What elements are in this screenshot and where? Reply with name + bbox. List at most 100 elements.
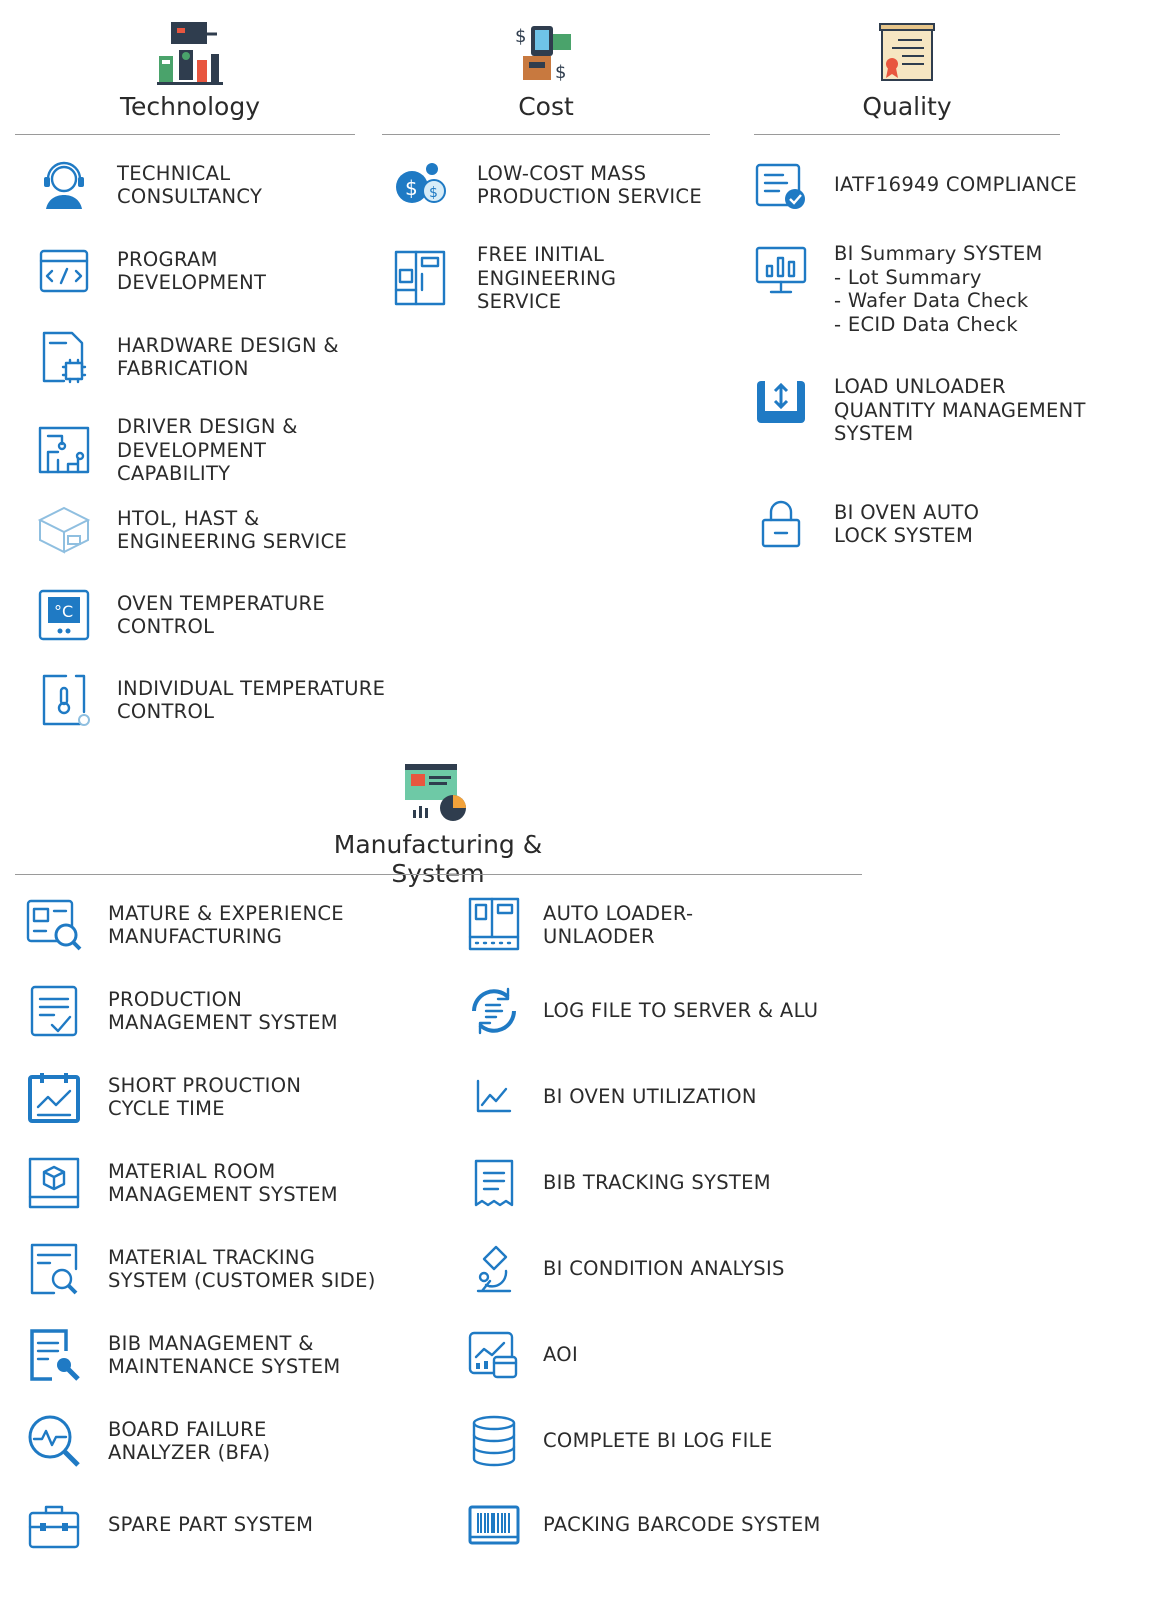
quality-header: Quality [807,20,1007,121]
technology-item-label: DRIVER DESIGN & DEVELOPMENT CAPABILITY [117,415,298,485]
manufacturing-item-label: PACKING BARCODE SYSTEM [543,1513,821,1537]
quality-item-label: BI Summary SYSTEM - Lot Summary - Wafer … [834,242,1043,336]
manufacturing-item-auto-loader: AUTO LOADER- UNLAODER [466,897,693,953]
svg-text:$: $ [429,185,438,201]
checked-document-icon [753,157,809,213]
quality-item-label: BI OVEN AUTO LOCK SYSTEM [834,500,980,548]
manufacturing-item-label: COMPLETE BI LOG FILE [543,1429,773,1453]
chip-document-icon [36,329,92,385]
machine-icon [392,250,448,306]
quality-title: Quality [862,92,952,121]
technology-divider [15,134,355,135]
load-unload-icon [753,375,809,431]
quality-item-label: LOAD UNLOADER QUANTITY MANAGEMENT SYSTEM [834,375,1086,445]
manufacturing-item-label: AUTO LOADER- UNLAODER [543,901,694,949]
manufacturing-item-mature: MATURE & EXPERIENCE MANUFACTURING [26,897,344,953]
manufacturing-item-label: BIB TRACKING SYSTEM [543,1171,771,1195]
coins-icon: $ $ [392,157,448,213]
cube-panel-icon [26,1155,82,1211]
technology-item-label: HARDWARE DESIGN & FABRICATION [117,333,339,381]
manufacturing-item-label: BI OVEN UTILIZATION [543,1085,757,1109]
manufacturing-dashboard-icon [405,764,466,821]
quality-item-oven-lock: BI OVEN AUTO LOCK SYSTEM [753,496,979,552]
manufacturing-item-condition-analysis: BI CONDITION ANALYSIS [466,1241,785,1297]
barcode-icon [466,1497,522,1553]
technology-lab-icon [157,22,223,85]
technology-item-label: OVEN TEMPERATURE CONTROL [117,591,326,639]
quality-item-iatf: IATF16949 COMPLIANCE [753,157,1077,213]
manufacturing-item-label: SHORT PROUCTION CYCLE TIME [108,1073,302,1121]
manufacturing-item-label: MATERIAL TRACKING SYSTEM (CUSTOMER SIDE) [108,1245,376,1293]
monitor-chart-icon [753,242,809,298]
manufacturing-header: Manufacturing & System [288,762,588,888]
svg-text:$: $ [405,176,418,200]
pulse-magnifier-icon [26,1413,82,1469]
manufacturing-item-production: PRODUCTION MANAGEMENT SYSTEM [26,983,338,1039]
thermometer-panel-icon [36,672,92,728]
technology-item-consultancy: TECHNICAL CONSULTANCY [36,157,262,213]
quality-item-label: IATF16949 COMPLIANCE [834,173,1077,197]
svg-text:°C: °C [54,602,73,621]
technology-item-driver: DRIVER DESIGN & DEVELOPMENT CAPABILITY [36,415,298,486]
manufacturing-item-material-room: MATERIAL ROOM MANAGEMENT SYSTEM [26,1155,338,1211]
manufacturing-item-oven-utilization: BI OVEN UTILIZATION [466,1069,757,1125]
technology-item-program: PROGRAM DEVELOPMENT [36,243,266,299]
technology-item-htol: HTOL, HAST & ENGINEERING SERVICE [36,502,347,558]
receipt-icon [466,1155,522,1211]
loader-machine-icon [466,897,522,953]
cost-item-low-cost: $ $ LOW-COST MASS PRODUCTION SERVICE [392,157,702,213]
document-wrench-icon [26,1327,82,1383]
technology-item-label: PROGRAM DEVELOPMENT [117,247,267,295]
svg-text:$: $ [515,26,526,47]
technology-item-label: HTOL, HAST & ENGINEERING SERVICE [117,506,348,554]
technology-item-label: INDIVIDUAL TEMPERATURE CONTROL [117,676,386,724]
sync-document-icon [466,983,522,1039]
checklist-icon [26,983,82,1039]
technology-item-individual-temp: INDIVIDUAL TEMPERATURE CONTROL [36,672,385,728]
manufacturing-item-bib-management: BIB MANAGEMENT & MAINTENANCE SYSTEM [26,1327,341,1383]
manufacturing-item-aoi: AOI [466,1327,578,1383]
cost-item-free-engineering: FREE INITIAL ENGINEERING SERVICE [392,243,616,314]
database-icon [466,1413,522,1469]
code-window-icon [36,243,92,299]
svg-text:$: $ [555,62,566,83]
manufacturing-item-label: BI CONDITION ANALYSIS [543,1257,785,1281]
manufacturing-item-label: MATERIAL ROOM MANAGEMENT SYSTEM [108,1159,338,1207]
quality-certificate-icon [879,23,935,81]
technology-item-hardware: HARDWARE DESIGN & FABRICATION [36,329,339,385]
cost-item-label: LOW-COST MASS PRODUCTION SERVICE [477,161,702,209]
manufacturing-item-packing-barcode: PACKING BARCODE SYSTEM [466,1497,821,1553]
document-search-icon [26,1241,82,1297]
toolbox-icon [26,1497,82,1553]
manufacturing-item-material-tracking: MATERIAL TRACKING SYSTEM (CUSTOMER SIDE) [26,1241,376,1297]
technology-item-label: TECHNICAL CONSULTANCY [117,161,263,209]
manufacturing-title: Manufacturing & System [333,830,543,888]
manufacturing-item-spare-part: SPARE PART SYSTEM [26,1497,313,1553]
circuit-board-icon [36,422,92,478]
manufacturing-item-complete-log: COMPLETE BI LOG FILE [466,1413,772,1469]
consultant-headset-icon [36,157,92,213]
manufacturing-item-label: MATURE & EXPERIENCE MANUFACTURING [108,901,344,949]
technology-header: Technology [90,20,290,121]
cost-payment-icon: $ $ [515,26,571,83]
padlock-icon [753,496,809,552]
cost-title: Cost [518,92,574,121]
microscope-icon [466,1241,522,1297]
manufacturing-item-bib-tracking: BIB TRACKING SYSTEM [466,1155,771,1211]
manufacturing-item-bfa: BOARD FAILURE ANALYZER (BFA) [26,1413,270,1469]
quality-divider [754,134,1060,135]
quality-item-load-unloader: LOAD UNLOADER QUANTITY MANAGEMENT SYSTEM [753,375,1086,446]
cost-item-label: FREE INITIAL ENGINEERING SERVICE [477,243,617,313]
manufacturing-divider [15,874,862,875]
manufacturing-item-log-file: LOG FILE TO SERVER & ALU [466,983,818,1039]
chart-window-icon [466,1327,522,1383]
manufacturing-item-cycle-time: SHORT PROUCTION CYCLE TIME [26,1069,301,1125]
manufacturing-item-label: SPARE PART SYSTEM [108,1513,314,1537]
manufacturing-item-label: AOI [543,1343,578,1367]
manufacturing-item-label: BIB MANAGEMENT & MAINTENANCE SYSTEM [108,1331,341,1379]
manufacturing-search-icon [26,897,82,953]
cost-divider [382,134,710,135]
manufacturing-item-label: LOG FILE TO SERVER & ALU [543,999,819,1023]
line-chart-icon [466,1069,522,1125]
celsius-panel-icon: °C [36,587,92,643]
